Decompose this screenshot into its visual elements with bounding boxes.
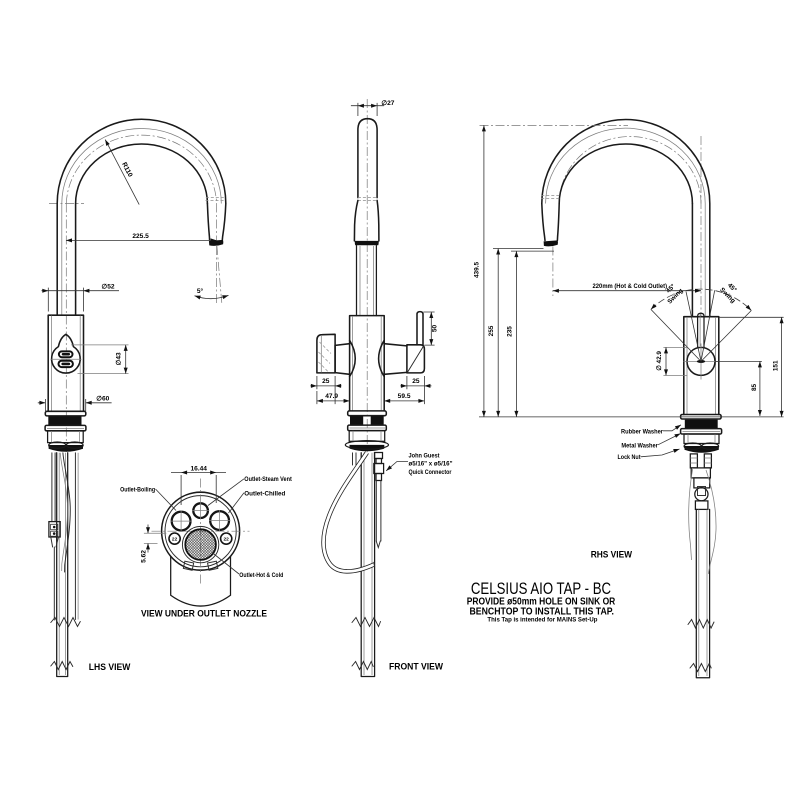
svg-text:Outlet-Boiling: Outlet-Boiling: [120, 486, 155, 493]
svg-text:47.9: 47.9: [325, 393, 338, 400]
svg-text:PROVIDE ø50mm HOLE ON SINK OR: PROVIDE ø50mm HOLE ON SINK OR: [467, 597, 616, 608]
svg-text:VIEW UNDER OUTLET NOZZLE: VIEW UNDER OUTLET NOZZLE: [141, 609, 268, 620]
svg-text:85: 85: [751, 384, 758, 392]
svg-text:Outlet-Hot & Cold: Outlet-Hot & Cold: [239, 572, 283, 579]
svg-text:5°: 5°: [197, 287, 204, 295]
svg-text:∅60: ∅60: [96, 394, 109, 402]
svg-text:22: 22: [224, 536, 230, 542]
svg-text:John Guest: John Guest: [409, 452, 441, 459]
svg-text:BENCHTOP TO INSTALL THIS TAP.: BENCHTOP TO INSTALL THIS TAP.: [470, 607, 615, 618]
svg-text:5.62: 5.62: [140, 550, 147, 563]
svg-text:25: 25: [322, 378, 330, 385]
svg-text:220mm (Hot & Cold Outlet): 220mm (Hot & Cold Outlet): [593, 283, 668, 290]
svg-text:Metal Washer: Metal Washer: [621, 442, 658, 449]
svg-text:ø5/16" x ø5/16": ø5/16" x ø5/16": [409, 461, 453, 468]
svg-text:25: 25: [412, 378, 420, 385]
svg-text:Rubber Washer: Rubber Washer: [621, 428, 663, 435]
svg-text:Quick Connector: Quick Connector: [409, 469, 452, 476]
svg-text:∅52: ∅52: [101, 282, 114, 290]
svg-text:50: 50: [432, 325, 439, 333]
svg-text:LHS VIEW: LHS VIEW: [89, 662, 131, 673]
svg-text:Outlet-Steam Vent: Outlet-Steam Vent: [244, 476, 292, 483]
svg-text:∅ 42.9: ∅ 42.9: [656, 351, 663, 371]
svg-text:∅43: ∅43: [114, 352, 122, 365]
svg-text:59.5: 59.5: [398, 393, 411, 400]
svg-text:RHS VIEW: RHS VIEW: [591, 549, 633, 560]
svg-text:Lock Nut: Lock Nut: [618, 454, 642, 461]
svg-text:This Tap is intended for MAINS: This Tap is intended for MAINS Set-Up: [487, 617, 597, 624]
svg-text:235: 235: [507, 326, 514, 337]
svg-text:16.44: 16.44: [190, 465, 207, 472]
svg-text:∅27: ∅27: [381, 99, 394, 107]
svg-text:151: 151: [773, 360, 780, 371]
svg-text:Outlet-Chilled: Outlet-Chilled: [244, 490, 285, 497]
svg-text:CELSIUS AIO TAP - BC: CELSIUS AIO TAP - BC: [471, 579, 611, 598]
svg-text:225.5: 225.5: [132, 233, 149, 240]
svg-text:22: 22: [172, 536, 178, 542]
svg-text:255: 255: [488, 325, 495, 336]
svg-text:FRONT VIEW: FRONT VIEW: [389, 662, 444, 673]
svg-text:439.5: 439.5: [473, 262, 480, 278]
